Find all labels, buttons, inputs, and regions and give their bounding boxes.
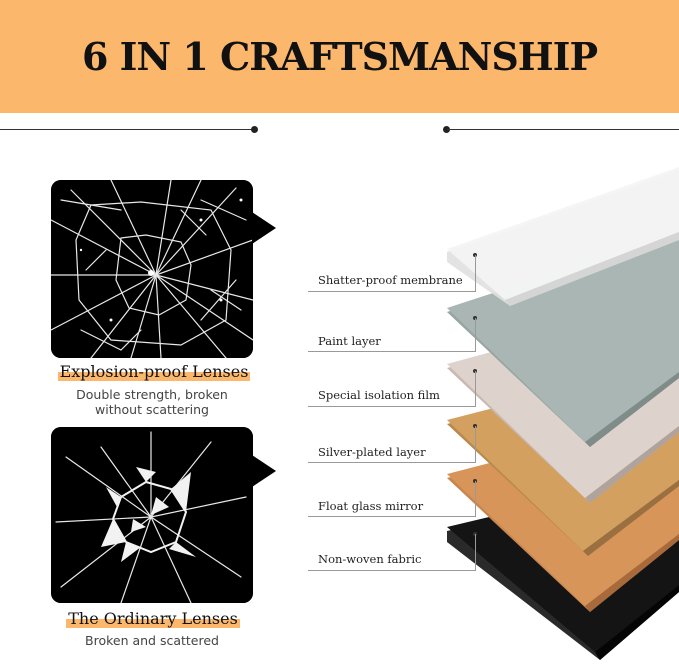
leader-vertical — [475, 371, 476, 406]
leader-vertical — [475, 318, 476, 351]
leader-horizontal — [308, 406, 476, 407]
ordinary-lens-title: The Ordinary Lenses — [66, 609, 240, 628]
layer-membrane — [447, 167, 679, 306]
leader-horizontal — [308, 516, 476, 517]
divider-left-dot — [251, 126, 258, 133]
layer-label-membrane: Shatter-proof membrane — [318, 273, 463, 287]
cracked-glass-image — [51, 180, 253, 358]
header-banner: 6 IN 1 CRAFTSMANSHIP — [0, 0, 679, 113]
layer-label-isolation: Special isolation film — [318, 388, 440, 402]
layer-label-silver: Silver-plated layer — [318, 445, 426, 459]
leader-vertical — [475, 534, 476, 570]
ordinary-lens-photo — [51, 427, 253, 603]
shattered-glass-image — [51, 427, 253, 603]
leader-vertical — [475, 255, 476, 291]
divider-right — [447, 129, 679, 130]
page-title: 6 IN 1 CRAFTSMANSHIP — [81, 34, 598, 79]
layer-isolation — [447, 301, 679, 503]
explosion-pointer — [252, 212, 276, 244]
explosion-desc-line1: Double strength, broken — [76, 387, 228, 402]
leader-horizontal — [308, 462, 476, 463]
explosion-proof-photo — [51, 180, 253, 358]
ordinary-title-highlight — [66, 619, 240, 628]
divider-right-dot — [443, 126, 450, 133]
layer-silver — [447, 360, 679, 556]
layer-float-glass — [447, 414, 679, 612]
leader-vertical — [475, 481, 476, 516]
divider-left — [0, 129, 254, 130]
layer-label-paint: Paint layer — [318, 334, 381, 348]
leader-horizontal — [308, 570, 476, 571]
layer-label-float-glass: Float glass mirror — [318, 499, 424, 513]
layer-paint — [447, 232, 679, 447]
leader-vertical — [475, 426, 476, 462]
explosion-desc-line2: without scattering — [95, 402, 209, 417]
leader-horizontal — [308, 291, 476, 292]
ordinary-desc: Broken and scattered — [85, 633, 219, 648]
explosion-lens-title: Explosion-proof Lenses — [58, 362, 250, 381]
explosion-title-highlight — [58, 372, 250, 381]
leader-horizontal — [308, 351, 476, 352]
layer-label-nonwoven: Non-woven fabric — [318, 552, 422, 566]
layer-nonwoven — [447, 472, 679, 660]
ordinary-pointer — [252, 455, 276, 487]
